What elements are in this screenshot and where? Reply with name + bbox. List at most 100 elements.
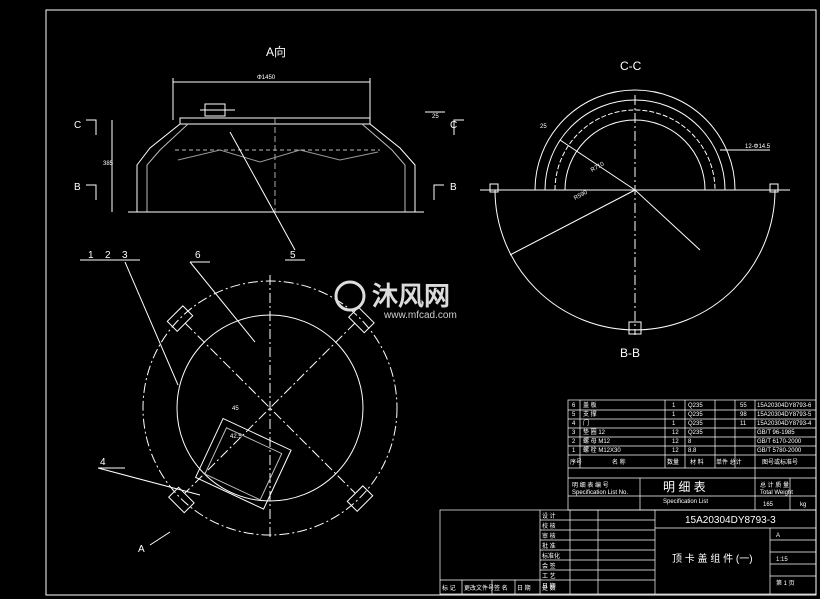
view-arrow-a: A <box>138 544 145 555</box>
cut-c-right: C <box>450 120 457 131</box>
title-block <box>439 509 817 595</box>
bom-left-label: 明 细 表 编 号 <box>572 481 609 489</box>
cut-b-right: B <box>450 182 457 193</box>
tb-sheet: 第 1 页 <box>776 579 795 587</box>
drawing-number: 15A20304DY8793-3 <box>685 515 776 526</box>
bom-row-material: Q235 <box>688 412 703 418</box>
view-a-title: A向 <box>266 44 286 59</box>
bom-row-code: 15A20304DY8793-5 <box>757 412 812 418</box>
bom-row-qty: 1 <box>672 403 676 409</box>
bom-row-name: 门 <box>583 419 589 427</box>
bom-row-code: 15A20304DY8793-4 <box>757 421 812 427</box>
title-block-row-label: 会 签 <box>542 562 556 570</box>
bom-header-code: 图号或标准号 <box>762 458 798 466</box>
bom-row-qty: 1 <box>672 412 676 418</box>
title-block-bottom-label: 签 名 <box>494 584 508 592</box>
bom-header-weight: 单件 总计 <box>716 458 742 466</box>
bom-row-material: 8 <box>688 439 692 445</box>
bom-row-weight: 55 <box>740 403 747 409</box>
balloon-5: 5 <box>290 250 296 261</box>
bom-title-en: Specification List <box>663 499 708 505</box>
dim-r590: R590 <box>573 189 589 201</box>
title-block-row-label: 批 准 <box>542 542 556 550</box>
bom-row-weight: 11 <box>740 421 747 427</box>
bom-row-name: 盖 板 <box>583 401 597 409</box>
balloon-3: 3 <box>122 250 128 261</box>
watermark-url: www.mfcad.com <box>383 310 457 321</box>
bom-header-no: 序号 <box>570 458 582 466</box>
title-block-row-label: 日 期 <box>542 582 556 590</box>
cut-c-left: C <box>74 120 81 131</box>
bom-footer: 序号 名 称 数量 材 料 单件 总计 图号或标准号 明 细 表 编 号 Spe… <box>570 458 806 508</box>
bom-unit: kg <box>800 502 806 508</box>
title-block-row-label: 设 计 <box>542 512 556 520</box>
bom-row-no: 4 <box>572 421 576 427</box>
bom-row-code: 15A20304DY8793-6 <box>757 403 812 409</box>
bom-header-name: 名 称 <box>612 458 626 466</box>
watermark-brand: 沐风网 <box>372 281 450 311</box>
section-cc: C-C R710 R590 25 12-Φ14.5 B-B <box>480 59 790 360</box>
plan-view: 45 42.5 1 2 3 6 4 A <box>80 250 398 555</box>
bom-row-material: 8.8 <box>688 448 697 454</box>
bom-row-material: Q235 <box>688 421 703 427</box>
title-block-row-label: 标准化 <box>542 552 560 560</box>
bom-row-name: 螺 栓 M12X30 <box>583 446 621 454</box>
bom-right-label: 总 计 质 量 <box>760 481 789 489</box>
dim-small: 25 <box>432 114 439 120</box>
bom-left-label-en: Specification List No. <box>572 490 628 496</box>
title-block-row-label: 审 核 <box>542 532 556 540</box>
bom-row-no: 1 <box>572 448 576 454</box>
title-block-bottom: 标 记更改文件号签 名日 期处 数 <box>442 584 556 592</box>
bom-row-no: 3 <box>572 430 576 436</box>
view-a: A向 Φ1450 385 25 C C B B <box>74 44 464 261</box>
section-bb-title: B-B <box>620 346 640 360</box>
bom-total-weight: 165 <box>763 502 774 508</box>
bom-row-no: 2 <box>572 439 576 445</box>
bom-title: 明 细 表 <box>663 480 706 494</box>
bom-row-no: 5 <box>572 412 576 418</box>
title-block-bottom-label: 更改文件号 <box>464 584 494 592</box>
tb-stage: A <box>776 533 780 539</box>
bom-row-material: Q235 <box>688 430 703 436</box>
dim-holes: 12-Φ14.5 <box>745 144 771 150</box>
dim-r710: R710 <box>590 161 606 174</box>
title-block-row-label: 工 艺 <box>542 572 556 580</box>
balloon-2: 2 <box>105 250 111 261</box>
bom-row-code: GB/T 96-1985 <box>757 430 795 436</box>
watermark: 沐风网 www.mfcad.com <box>334 280 457 321</box>
bom-row-code: GB/T 5780-2000 <box>757 448 802 454</box>
bom-right-label-en: Total Weight <box>760 490 793 496</box>
angle-425: 42.5 <box>230 434 242 440</box>
dim-height: 385 <box>103 161 114 167</box>
title-block-row-label: 校 核 <box>542 522 556 530</box>
dim-cc-small: 25 <box>540 124 547 130</box>
bom-row-no: 6 <box>572 403 576 409</box>
title-block-text: 15A20304DY8793-3 顶 卡 盖 组 件 (一) A 1:15 第 … <box>672 515 795 587</box>
title-block-bottom-label: 日 期 <box>517 584 531 592</box>
bom-row-code: GB/T 6170-2000 <box>757 439 802 445</box>
bom-row-name: 支 撑 <box>583 410 597 418</box>
bom-row-weight: 98 <box>740 412 747 418</box>
bom-row-qty: 12 <box>672 430 679 436</box>
bom-header-qty: 数量 <box>667 458 679 466</box>
bom-row-qty: 12 <box>672 448 679 454</box>
bom-header-material: 材 料 <box>690 458 704 466</box>
bom-row-name: 螺 母 M12 <box>583 437 611 445</box>
drawing-frame <box>45 9 817 596</box>
bom-row-material: Q235 <box>688 403 703 409</box>
title-block-bottom-label: 标 记 <box>442 584 456 592</box>
part-name: 顶 卡 盖 组 件 (一) <box>672 552 753 565</box>
balloon-6: 6 <box>195 250 201 261</box>
bom-row-qty: 1 <box>672 421 676 427</box>
balloon-1: 1 <box>88 250 94 261</box>
tb-scale: 1:15 <box>776 557 788 563</box>
section-cc-title: C-C <box>620 59 642 73</box>
title-block-bottom-label: 处 数 <box>542 584 556 592</box>
balloon-4: 4 <box>100 457 106 468</box>
dim-width: Φ1450 <box>257 75 276 81</box>
angle-45: 45 <box>232 406 239 412</box>
bom-row-qty: 12 <box>672 439 679 445</box>
